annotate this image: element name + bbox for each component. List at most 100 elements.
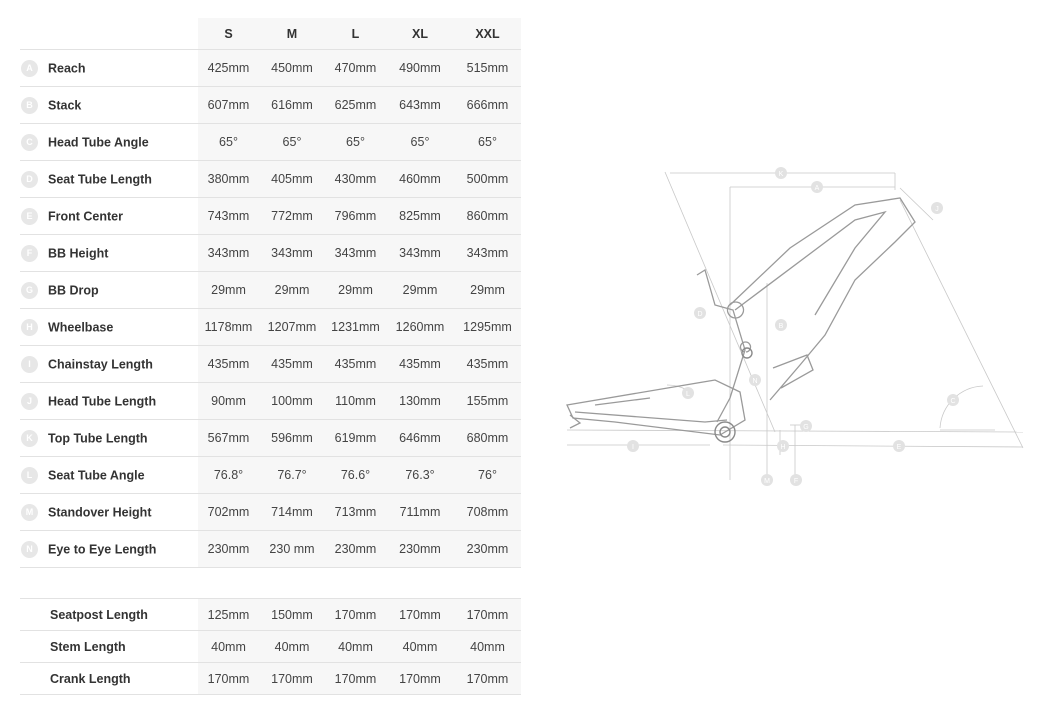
measure-value: 435mm — [198, 345, 259, 383]
measure-label: Standover Height — [48, 505, 152, 519]
diagram-badge — [931, 202, 943, 214]
diagram-badge-label: J — [935, 206, 939, 213]
measure-value: 76.6° — [325, 456, 386, 494]
measure-value: 343mm — [325, 234, 386, 272]
measure-value: 76.7° — [259, 456, 325, 494]
diagram-badge-label: K — [779, 171, 784, 178]
measure-label: Head Tube Angle — [48, 135, 149, 149]
measure-label: BB Height — [48, 246, 109, 260]
diagram-badge — [749, 374, 761, 386]
size-header: XXL — [454, 18, 521, 50]
measure-value: 743mm — [198, 197, 259, 235]
measure-value: 110mm — [325, 382, 386, 420]
dimension-lines — [566, 171, 1024, 482]
measure-value: 90mm — [198, 382, 259, 420]
measure-value: 460mm — [386, 160, 454, 198]
measure-badge: H — [21, 318, 38, 336]
measure-value: 1231mm — [325, 308, 386, 346]
measure-value: 646mm — [386, 419, 454, 457]
measure-badge: K — [21, 429, 38, 447]
measure-label: Seat Tube Length — [48, 172, 152, 186]
measure-value: 65° — [259, 123, 325, 161]
diagram-badge-label: H — [780, 444, 785, 451]
diagram-badge-label: L — [686, 391, 690, 398]
diagram-badge — [800, 420, 812, 432]
diagram-badge — [893, 440, 905, 452]
measure-value: 714mm — [259, 493, 325, 531]
diagram-badge — [761, 474, 773, 486]
size-header: L — [325, 18, 386, 50]
measure-value: 343mm — [386, 234, 454, 272]
measure-value: 435mm — [325, 345, 386, 383]
measure-value: 435mm — [386, 345, 454, 383]
measure-value: 425mm — [198, 49, 259, 87]
measure-value: 711mm — [386, 493, 454, 531]
measure-value: 65° — [454, 123, 521, 161]
measure-badge: E — [21, 207, 38, 225]
measure-value: 825mm — [386, 197, 454, 235]
measure-badge: G — [21, 281, 38, 299]
measure-value: 666mm — [454, 86, 521, 124]
diagram-badge-label: G — [803, 424, 808, 431]
measure-badge: A — [21, 59, 38, 77]
measure-label: Top Tube Length — [48, 431, 148, 445]
size-header: S — [198, 18, 259, 50]
measure-value: 29mm — [386, 271, 454, 309]
diagram-badge — [775, 319, 787, 331]
measure-value: 607mm — [198, 86, 259, 124]
component-value: 170mm — [259, 662, 325, 695]
diagram-badge-label: F — [794, 478, 798, 485]
measure-value: 29mm — [325, 271, 386, 309]
component-value: 170mm — [386, 662, 454, 695]
component-value: 170mm — [454, 662, 521, 695]
component-value: 170mm — [386, 598, 454, 631]
measure-value: 643mm — [386, 86, 454, 124]
diagram-badge-label: E — [897, 444, 902, 451]
measure-value: 100mm — [259, 382, 325, 420]
component-value: 40mm — [198, 630, 259, 663]
measure-value: 625mm — [325, 86, 386, 124]
measure-badge: B — [21, 96, 38, 114]
component-value: 40mm — [386, 630, 454, 663]
measure-value: 490mm — [386, 49, 454, 87]
measure-value: 29mm — [198, 271, 259, 309]
measure-badge: F — [21, 244, 38, 262]
measure-badge: C — [21, 133, 38, 151]
component-value: 170mm — [325, 662, 386, 695]
measure-label: Stack — [48, 98, 82, 112]
measure-value: 343mm — [198, 234, 259, 272]
measure-value: 230 mm — [259, 530, 325, 568]
measure-badge: I — [21, 355, 38, 373]
measure-value: 230mm — [325, 530, 386, 568]
measure-badge: J — [21, 392, 38, 410]
measure-value: 470mm — [325, 49, 386, 87]
measure-badge: L — [21, 466, 38, 484]
component-value: 170mm — [454, 598, 521, 631]
measure-label: Wheelbase — [48, 320, 114, 334]
measure-value: 405mm — [259, 160, 325, 198]
measure-value: 343mm — [259, 234, 325, 272]
measure-badge: D — [21, 170, 38, 188]
component-value: 40mm — [325, 630, 386, 663]
component-value: 40mm — [259, 630, 325, 663]
measure-label: Chainstay Length — [48, 357, 153, 371]
component-value: 170mm — [325, 598, 386, 631]
measure-value: 65° — [325, 123, 386, 161]
size-header: XL — [386, 18, 454, 50]
measure-value: 680mm — [454, 419, 521, 457]
measure-value: 155mm — [454, 382, 521, 420]
size-header: M — [259, 18, 325, 50]
diagram-badge-label: A — [815, 185, 820, 192]
component-label: Crank Length — [20, 662, 198, 695]
